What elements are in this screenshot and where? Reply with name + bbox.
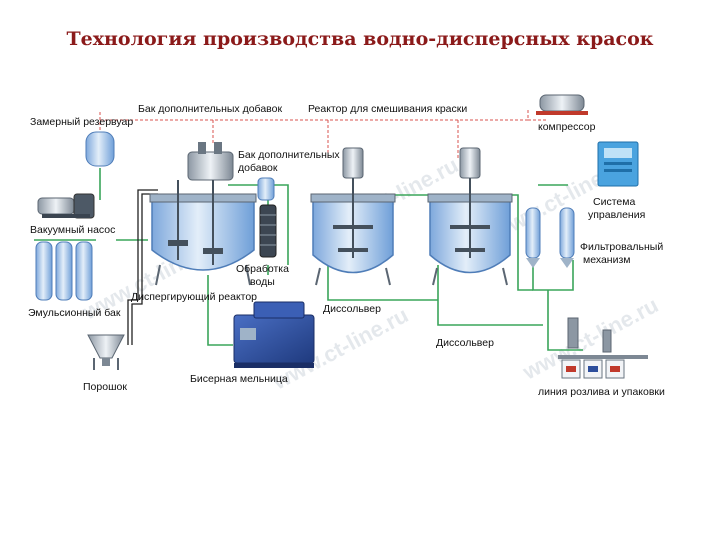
label-compressor: компрессор	[538, 121, 596, 133]
label-control-system-2: управления	[588, 209, 645, 221]
vacuum-pump	[37, 193, 95, 219]
dispersing-reactor	[149, 142, 257, 286]
label-vacuum-pump: Вакуумный насос	[30, 224, 115, 236]
compressor	[536, 94, 588, 115]
control-system-cabinet	[597, 141, 639, 187]
slide-title: Технология производства водно-дисперсных…	[66, 28, 654, 50]
label-bead-mill: Бисерная мельница	[190, 373, 288, 385]
pipes-red	[99, 110, 548, 160]
label-dissolver-1: Диссольвер	[323, 303, 381, 315]
dissolver-1	[310, 147, 396, 286]
label-control-system-1: Система	[593, 196, 635, 208]
filter-mechanism	[525, 207, 575, 268]
label-filter-1: Фильтровальный	[580, 241, 663, 253]
dissolver-2	[427, 147, 513, 286]
label-water-treatment-1: Обработка	[236, 263, 289, 275]
bead-mill	[233, 301, 315, 368]
label-filling-line: линия розлива и упаковки	[538, 386, 665, 398]
powder-hopper	[87, 334, 125, 370]
emulsion-tanks	[34, 239, 96, 301]
label-additives-tank-side-1: Бак дополнительных	[238, 149, 340, 161]
label-emulsion-tank: Эмульсионный бак	[28, 307, 121, 319]
label-dissolver-2: Диссольвер	[436, 337, 494, 349]
measuring-tank	[85, 131, 115, 167]
water-treatment-column	[259, 204, 277, 258]
additives-tank-side	[257, 177, 275, 201]
label-additives-tank-side-2: добавок	[238, 162, 278, 174]
label-measuring-tank: Замерный резервуар	[30, 116, 133, 128]
label-dispersing-reactor: Диспергирующий реактор	[131, 291, 257, 303]
process-diagram: www.ct-line.ru www.ct-line.ru www.ct-lin…	[28, 90, 668, 400]
label-filter-2: механизм	[583, 254, 631, 266]
label-water-treatment-2: воды	[250, 276, 275, 288]
pipes-black	[127, 189, 158, 345]
label-powder: Порошок	[83, 381, 127, 393]
filling-line	[558, 317, 648, 379]
label-mixing-reactor: Реактор для смешивания краски	[308, 103, 467, 115]
label-additives-tank-top: Бак дополнительных добавок	[138, 103, 282, 115]
